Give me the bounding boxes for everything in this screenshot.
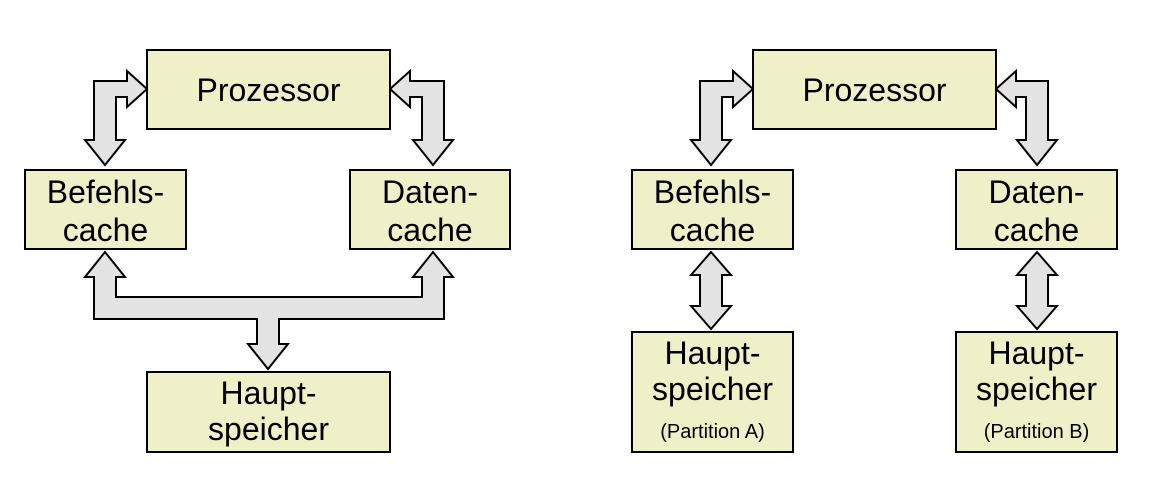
left-arrow-processor-instruction-cache — [82, 68, 149, 167]
right-main-memory-b-label-line2: speicher — [976, 371, 1097, 407]
left-main-memory-box — [146, 371, 391, 453]
left-data-cache-label-line1: Daten- — [382, 174, 478, 210]
left-instruction-cache-label-line1: Befehls- — [47, 174, 164, 210]
left-processor-box — [146, 49, 391, 130]
right-diagram: Prozessor Befehls- cache Daten- cache Ha… — [631, 49, 1118, 453]
right-main-memory-b-box — [955, 331, 1118, 453]
right-data-cache-box — [955, 169, 1118, 250]
right-instruction-cache-label-line2: cache — [670, 212, 755, 248]
left-main-memory-label-line1: Haupt- — [220, 375, 316, 411]
right-main-memory-a-box — [631, 331, 794, 453]
right-data-cache-label-line1: Daten- — [988, 174, 1084, 210]
left-data-cache-box — [349, 169, 511, 250]
left-instruction-cache-label-line2: cache — [63, 212, 148, 248]
left-instruction-cache-box — [24, 169, 187, 250]
right-main-memory-a-label-line2: speicher — [652, 371, 773, 407]
right-instruction-cache-box — [631, 169, 794, 250]
right-main-memory-a-label-line1: Haupt- — [664, 335, 760, 371]
left-arrow-processor-data-cache — [388, 68, 456, 167]
right-main-memory-b-partition-label: (Partition B) — [984, 421, 1090, 443]
right-instruction-cache-label-line1: Befehls- — [654, 174, 771, 210]
left-diagram: Prozessor Befehls- cache Daten- cache Ha… — [24, 49, 511, 453]
right-processor-box — [752, 49, 997, 130]
right-main-memory-a-partition-label: (Partition A) — [660, 421, 764, 443]
right-main-memory-b-label-line1: Haupt- — [988, 335, 1084, 371]
right-arrow-data-cache-memory-b — [1014, 250, 1060, 331]
right-processor-label: Prozessor — [802, 72, 946, 108]
left-arrow-caches-main-memory — [82, 250, 456, 371]
right-arrow-processor-data-cache — [994, 68, 1060, 167]
right-data-cache-label-line2: cache — [994, 212, 1079, 248]
left-main-memory-label-line2: speicher — [208, 411, 329, 447]
right-arrow-processor-instruction-cache — [688, 68, 755, 167]
left-data-cache-label-line2: cache — [387, 212, 472, 248]
left-processor-label: Prozessor — [196, 72, 340, 108]
right-arrow-instruction-cache-memory-a — [688, 250, 734, 331]
